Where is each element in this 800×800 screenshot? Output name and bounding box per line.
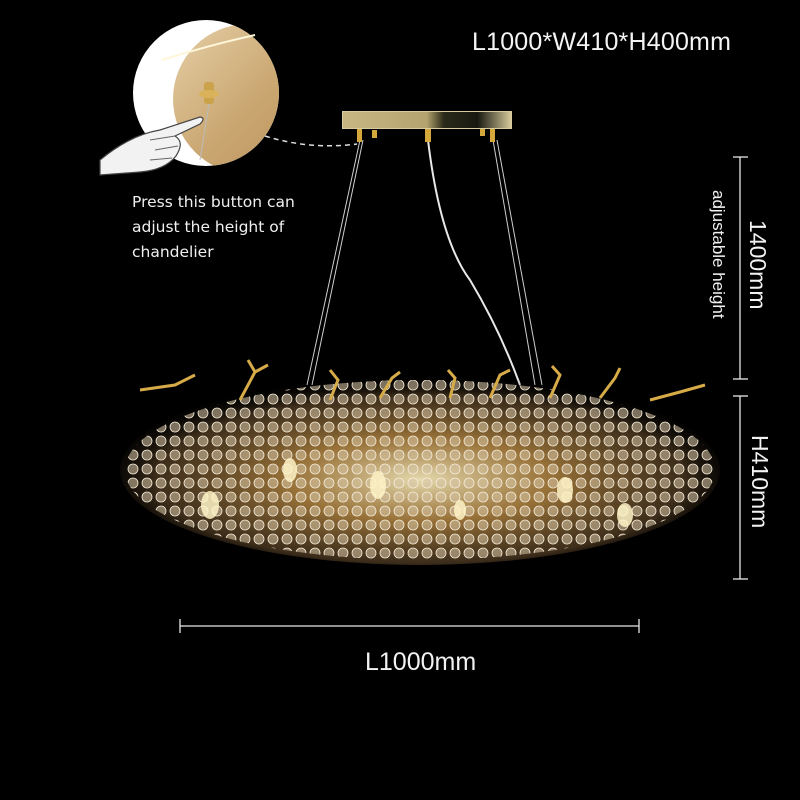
adjustable-height-label: adjustable height (709, 190, 728, 319)
pointing-hand-icon (99, 116, 204, 176)
power-cable (427, 139, 521, 386)
adjustable-height-value: 1400mm (745, 220, 771, 310)
ceiling-canopy (342, 111, 512, 129)
height-adjust-button-icon (199, 82, 219, 161)
note-line-2: adjust the height of (132, 218, 285, 236)
height-adjust-note: Press this button can adjust the height … (132, 190, 295, 265)
suspension-wires (306, 139, 543, 386)
callout-connector (264, 135, 358, 147)
length-dimension-label: L1000mm (365, 648, 477, 676)
chandelier-body (120, 359, 720, 565)
dimension-lines (179, 156, 748, 633)
note-line-3: chandelier (132, 243, 214, 261)
height-dimension-label: H410mm (747, 435, 773, 529)
product-dimensions-title: L1000*W410*H400mm (472, 28, 732, 56)
gold-branches (139, 359, 706, 402)
note-line-1: Press this button can (132, 193, 295, 211)
